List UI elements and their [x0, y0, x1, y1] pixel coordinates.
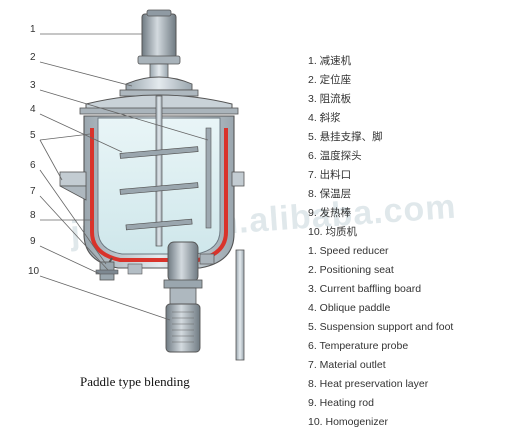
oblique-paddles	[119, 146, 199, 231]
speed-reducer	[137, 9, 181, 79]
legend-en-6: 6. Temperature probe	[308, 340, 408, 352]
legend-en-7: 7. Material outlet	[308, 359, 386, 371]
legend-en-3: 3. Current baffling board	[308, 283, 421, 295]
legend-en-5: 5. Suspension support and foot	[308, 321, 453, 333]
legend-cn-7: 7. 出料口	[308, 168, 351, 181]
legend-cn-2: 2. 定位座	[308, 73, 351, 86]
callout-1: 1	[30, 24, 36, 35]
agitator-shaft	[155, 95, 163, 247]
callout-2: 2	[30, 52, 36, 63]
legend-cn-3: 3. 阻流板	[308, 92, 352, 105]
callout-4: 4	[30, 104, 36, 115]
legend-en: 1. Speed reducer 2. Positioning seat 3. …	[308, 245, 453, 428]
suspension-support	[59, 171, 245, 361]
callout-5: 5	[30, 130, 36, 141]
legend-en-2: 2. Positioning seat	[308, 264, 394, 276]
baffle-board	[205, 127, 212, 229]
callout-3: 3	[30, 80, 36, 91]
callout-7: 7	[30, 186, 36, 197]
legend-en-10: 10. Homogenizer	[308, 416, 388, 428]
legend-cn-6: 6. 温度探头	[308, 149, 362, 162]
heat-preservation-layer	[90, 128, 228, 262]
callout-labels: 1 2 3 4 5 6 7 8 9 10	[28, 24, 40, 277]
legend-cn-4: 4. 斜浆	[308, 111, 341, 124]
diagram-caption: Paddle type blending	[80, 374, 190, 389]
callout-lines	[39, 33, 209, 321]
legend-en-4: 4. Oblique paddle	[308, 302, 390, 314]
legend-en-8: 8. Heat preservation layer	[308, 378, 429, 390]
heating-rod	[199, 253, 215, 265]
material-outlet	[95, 261, 143, 281]
positioning-seat	[119, 76, 199, 97]
callout-9: 9	[30, 236, 36, 247]
legend-cn-9: 9. 发热棒	[308, 206, 352, 219]
callout-6: 6	[30, 160, 36, 171]
legend-en-1: 1. Speed reducer	[308, 245, 389, 257]
callout-8: 8	[30, 210, 36, 221]
legend-cn: 1. 减速机 2. 定位座 3. 阻流板 4. 斜浆 5. 悬挂支撑、脚 6. …	[308, 54, 383, 238]
legend-en-9: 9. Heating rod	[308, 397, 374, 409]
callout-10: 10	[28, 266, 40, 277]
legend-cn-1: 1. 减速机	[308, 54, 352, 67]
legend-cn-8: 8. 保温层	[308, 187, 351, 200]
legend-cn-5: 5. 悬挂支撑、脚	[308, 130, 383, 143]
legend-cn-10: 10. 均质机	[308, 225, 358, 238]
homogenizer	[163, 241, 203, 353]
